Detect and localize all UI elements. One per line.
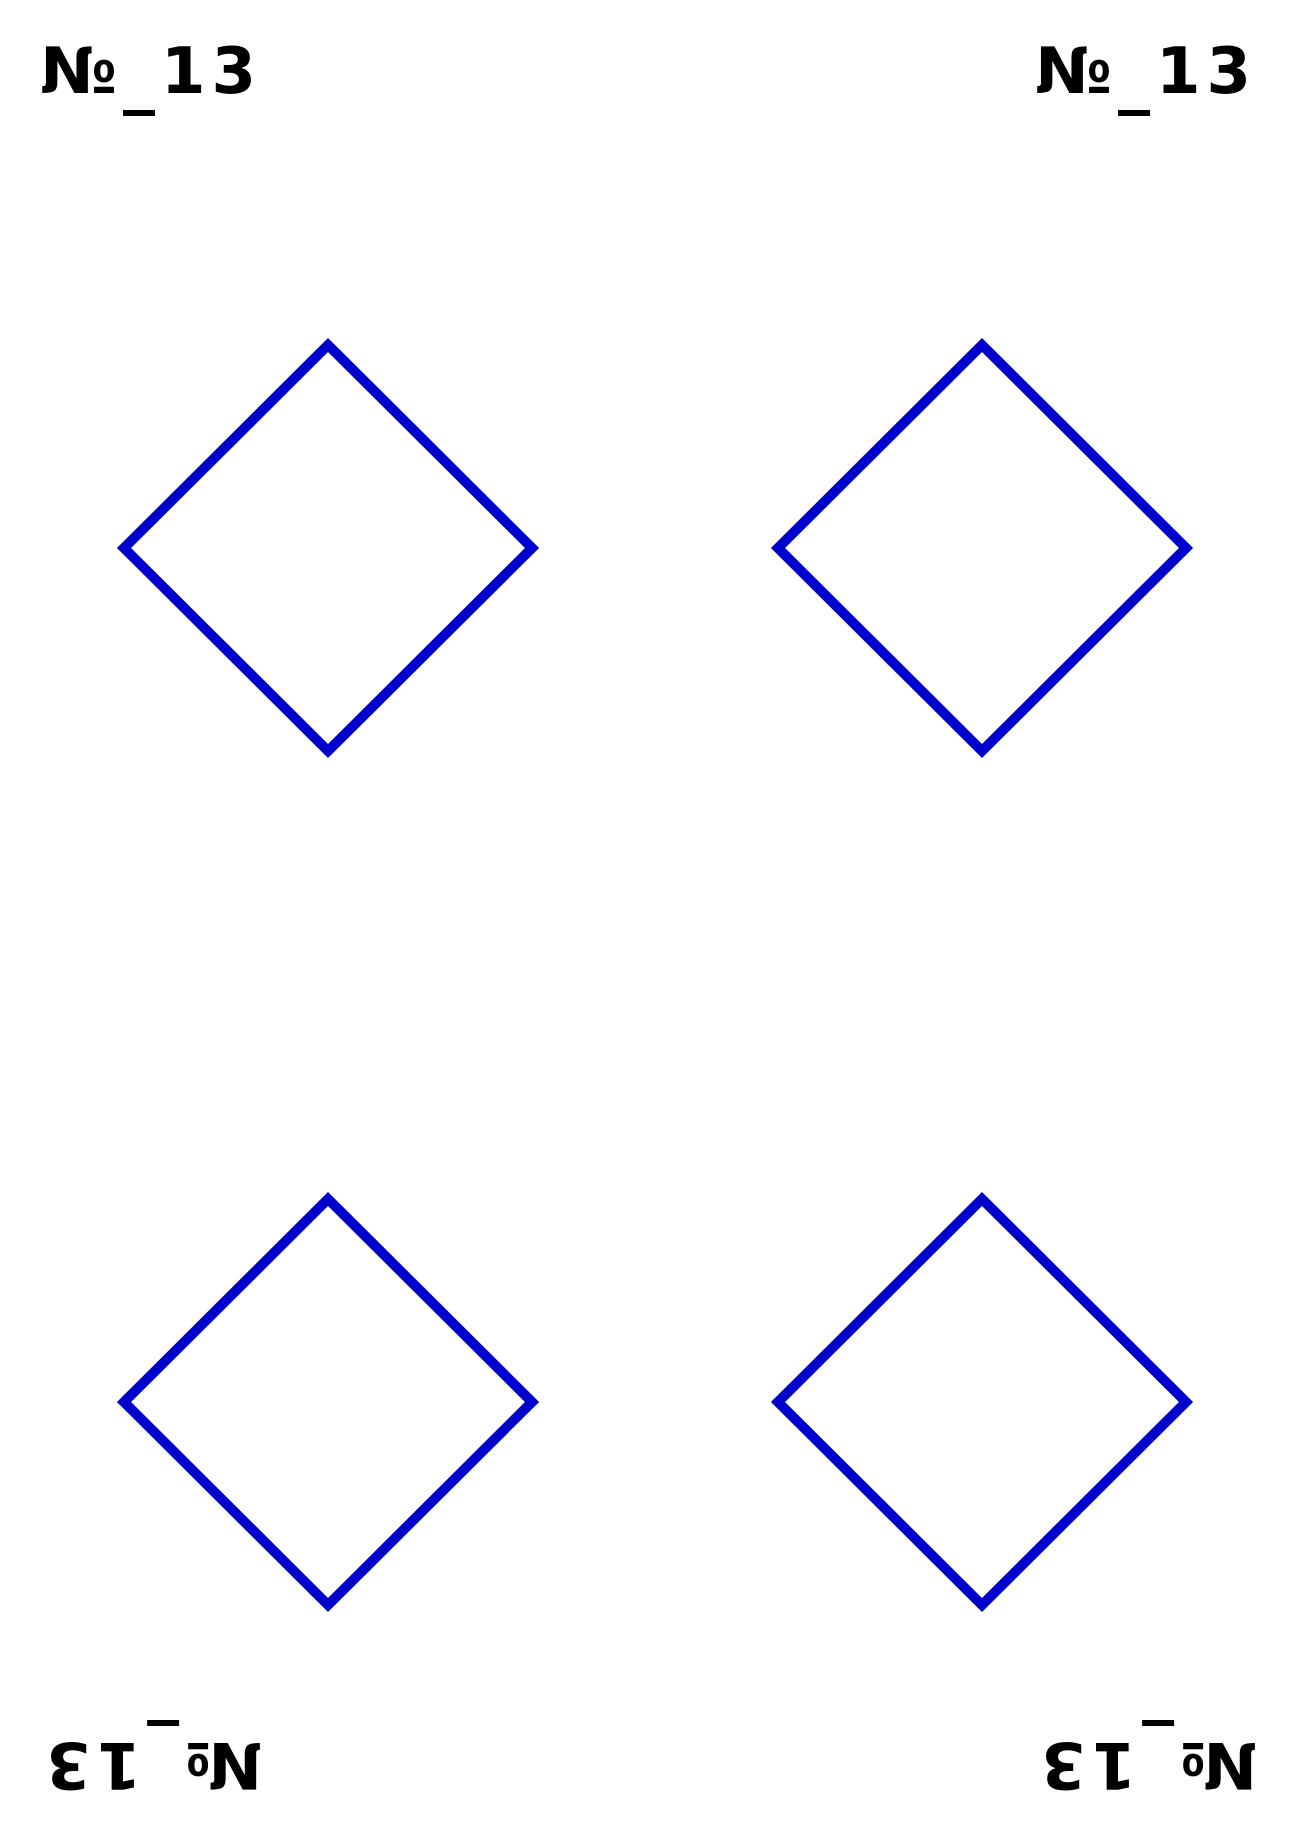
card-number: 13 — [161, 35, 263, 109]
number-sign: № — [1034, 35, 1118, 109]
card-number: 13 — [1155, 35, 1257, 109]
diamond-pip-top-left — [116, 337, 540, 759]
corner-label-top-left: №_13 — [40, 40, 262, 112]
diamond-pip-bottom-left — [116, 1191, 540, 1613]
diamond-pip-top-right — [770, 337, 1194, 759]
diamond-pip-bottom-right — [770, 1191, 1194, 1613]
separator: _ — [1117, 43, 1156, 117]
separator: _ — [123, 43, 161, 117]
number-sign: № — [40, 35, 123, 109]
corner-label-top-right: №_13 — [1035, 40, 1257, 112]
